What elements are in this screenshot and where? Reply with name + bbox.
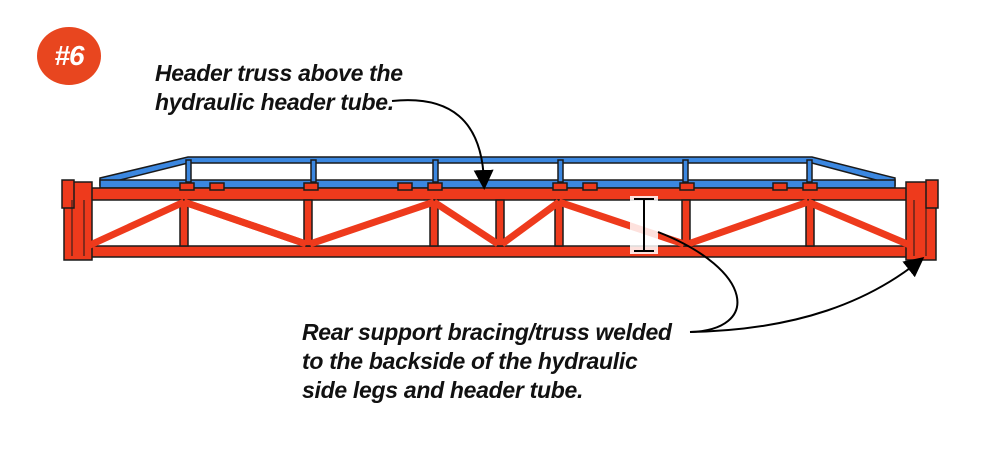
step-badge-label: #6: [54, 40, 84, 71]
bottom-rail: [79, 245, 919, 258]
header-truss-callout-line-1: Header truss above the: [155, 60, 403, 86]
rear-support-callout: Rear support bracing/truss welded to the…: [302, 318, 672, 405]
step-badge: #6: [37, 27, 101, 85]
rear-support-bracing: [86, 198, 914, 250]
rear-support-callout-line-2: to the backside of the hydraulic: [302, 348, 638, 374]
side-leg-details: [71, 200, 927, 256]
header-frame-red: [61, 179, 939, 261]
gap-indicator: [630, 196, 658, 254]
rear-support-callout-line-1: Rear support bracing/truss welded: [302, 319, 672, 345]
rear-support-callout-line-3: side legs and header tube.: [302, 377, 584, 403]
header-truss-callout: Header truss above the hydraulic header …: [155, 59, 403, 117]
header-truss-callout-line-2: hydraulic header tube.: [155, 89, 394, 115]
rear-support-leader-arrow: [689, 257, 925, 333]
header-truss-leader-arrow: [391, 99, 494, 190]
rear-support-leader-line: [657, 231, 739, 333]
